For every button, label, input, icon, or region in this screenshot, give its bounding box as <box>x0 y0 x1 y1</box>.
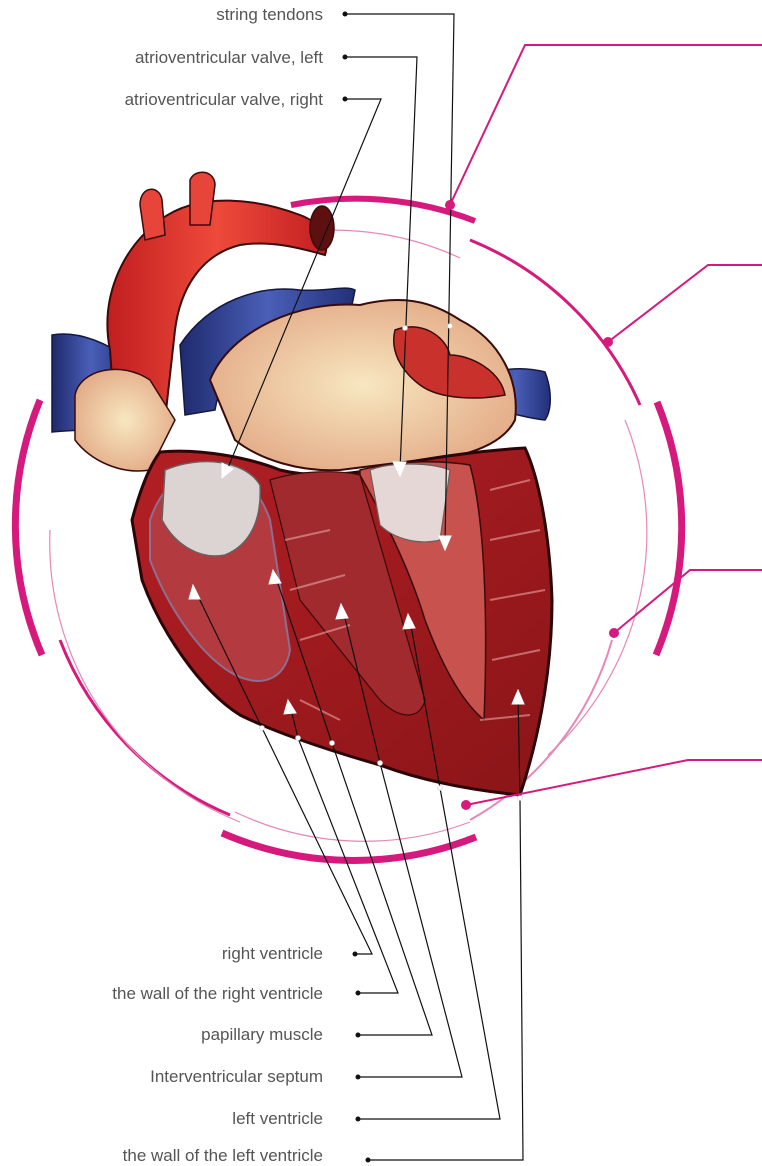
ring-inner-right <box>548 420 647 755</box>
label-av-valve-right: atrioventricular valve, right <box>125 90 323 110</box>
ring-inner-bottom <box>235 812 470 841</box>
ring-outer-left-arc <box>15 400 42 655</box>
aorta-branch-1 <box>140 189 165 240</box>
label-interventricular-septum: Interventricular septum <box>150 1067 323 1087</box>
label-wall-left-ventricle: the wall of the left ventricle <box>123 1146 323 1166</box>
label-av-valve-left: atrioventricular valve, left <box>135 48 323 68</box>
callout-1 <box>450 45 762 205</box>
label-left-ventricle: left ventricle <box>232 1109 323 1129</box>
label-right-ventricle: right ventricle <box>222 944 323 964</box>
heart-illustration <box>52 172 552 795</box>
aorta-branch-2 <box>190 172 215 225</box>
label-papillary-muscle: papillary muscle <box>201 1025 323 1045</box>
ring-outer-bottom-arc <box>222 833 476 860</box>
callout-3 <box>614 570 762 633</box>
callout-2 <box>608 265 762 342</box>
aorta-opening <box>310 206 334 250</box>
label-wall-right-ventricle: the wall of the right ventricle <box>112 984 323 1004</box>
label-string-tendons: string tendons <box>216 5 323 25</box>
ring-outer-right-arc <box>656 402 682 655</box>
